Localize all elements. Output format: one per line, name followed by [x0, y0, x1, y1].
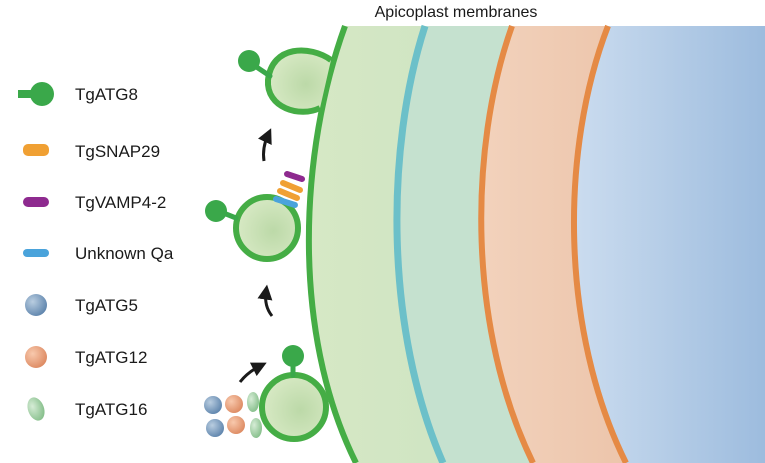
atg5-sphere-icon — [204, 396, 222, 414]
legend-label: Unknown Qa — [75, 244, 174, 263]
legend-label: TgSNAP29 — [75, 142, 160, 161]
apicoplast-membranes — [305, 24, 765, 463]
unknown-qa-snare-icon — [273, 196, 298, 208]
legend-label: TgATG5 — [75, 296, 138, 315]
forming-vesicle — [259, 345, 329, 442]
arrow-icon — [238, 362, 267, 383]
vamp4-snare-icon — [284, 171, 305, 182]
snap29-bar-icon — [23, 144, 49, 156]
legend-item-atg12: TgATG12 — [25, 346, 147, 368]
legend-item-atg8: TgATG8 — [18, 82, 138, 106]
atg16-ellipse-icon — [247, 392, 259, 412]
legend-item-atg16: TgATG16 — [27, 397, 147, 421]
atg-conjugation-complex — [204, 392, 262, 438]
orange-membrane-outer — [478, 24, 536, 463]
legend-item-snap29: TgSNAP29 — [23, 142, 160, 161]
teal-membrane — [393, 24, 447, 463]
snap29-snare-icon — [277, 188, 300, 201]
legend: TgATG8 TgSNAP29 TgVAMP4-2 Unknown Qa TgA… — [18, 82, 174, 421]
legend-item-atg5: TgATG5 — [25, 294, 138, 316]
atg5-sphere-icon — [25, 294, 47, 316]
atg16-ellipse-icon — [27, 397, 45, 421]
atg8-icon — [205, 200, 227, 222]
atg12-sphere-icon — [227, 416, 245, 434]
legend-label: TgATG12 — [75, 348, 147, 367]
pathway-arrows — [238, 128, 274, 383]
atg12-sphere-icon — [225, 395, 243, 413]
arrow-icon — [258, 128, 272, 162]
atg8-icon — [282, 345, 304, 367]
atg8-lollipop-icon — [30, 82, 54, 106]
atg8-icon — [238, 50, 260, 72]
atg12-sphere-icon — [25, 346, 47, 368]
lumen — [573, 26, 765, 463]
legend-label: TgVAMP4-2 — [75, 193, 166, 212]
arrow-icon — [257, 284, 274, 317]
legend-label: TgATG8 — [75, 85, 138, 104]
orange-membrane-inner — [570, 24, 629, 463]
vamp4-bar-icon — [23, 197, 49, 207]
atg16-ellipse-icon — [250, 418, 262, 438]
legend-item-vamp4: TgVAMP4-2 — [23, 193, 166, 212]
atg5-sphere-icon — [206, 419, 224, 437]
diagram-title: Apicoplast membranes — [375, 4, 538, 21]
legend-item-unknown-qa: Unknown Qa — [23, 244, 174, 263]
outer-membrane — [305, 24, 359, 463]
snap29-snare-icon — [280, 180, 303, 193]
docking-vesicle — [205, 171, 305, 262]
legend-label: TgATG16 — [75, 400, 147, 419]
unknown-qa-bar-icon — [23, 249, 49, 257]
fused-vesicle — [238, 47, 333, 115]
